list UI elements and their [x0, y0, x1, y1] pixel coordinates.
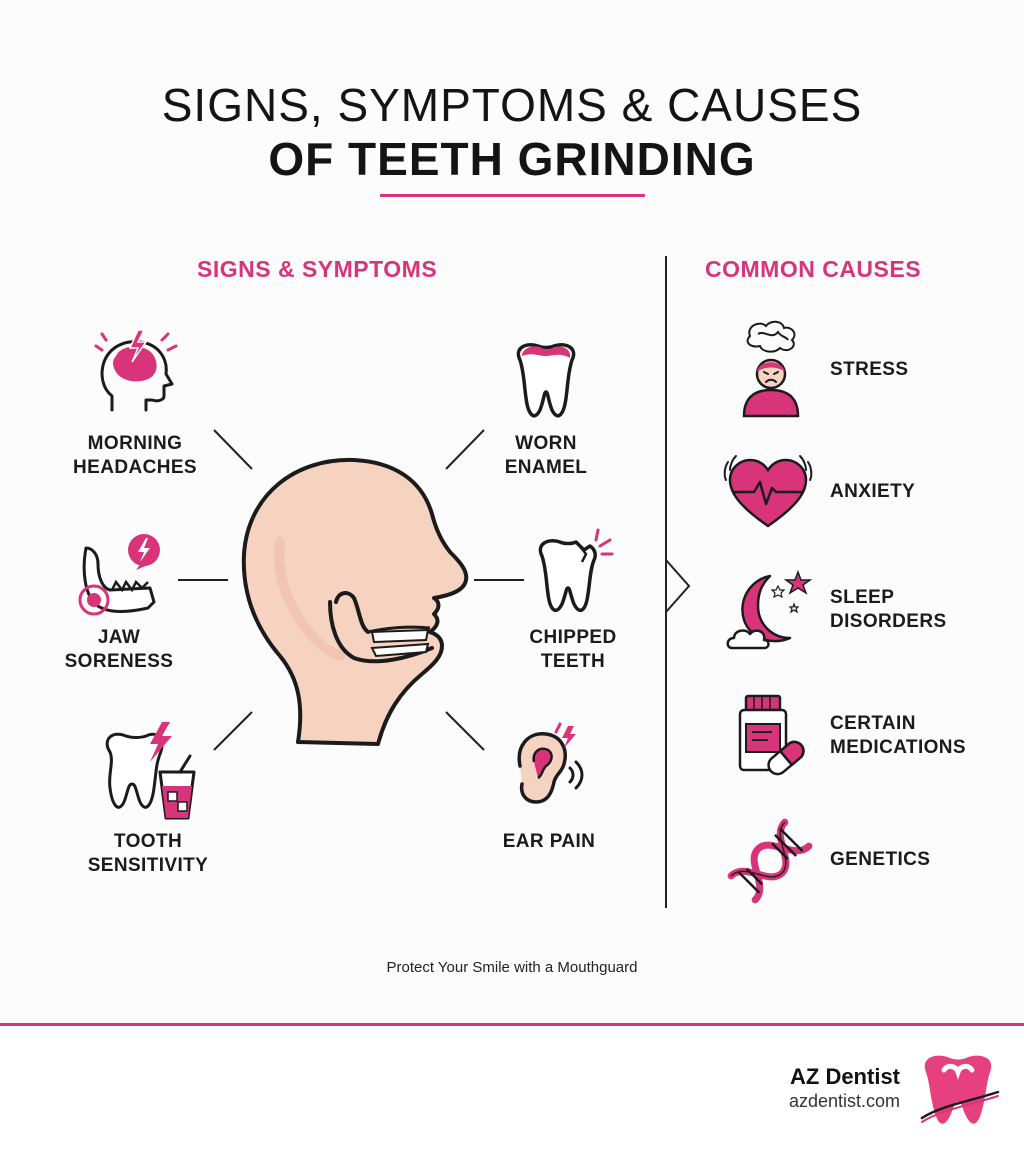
symptom-chipped-teeth: CHIPPED TEETH [529, 627, 617, 672]
tooth-sensitivity-icon [105, 722, 196, 820]
worn-enamel-tooth-icon [516, 343, 576, 418]
dna-helix-icon [727, 818, 813, 904]
title-line-2: OF TEETH GRINDING [0, 132, 1024, 186]
stress-person-icon [742, 320, 800, 418]
symptom-tooth-sensitivity: TOOTH SENSITIVITY [87, 831, 209, 876]
cause-anxiety: ANXIETY [830, 481, 916, 502]
footer [0, 1026, 1024, 1154]
cause-genetics: GENETICS [830, 849, 931, 870]
anxiety-heart-icon [723, 455, 813, 528]
divider-chevron [665, 559, 691, 613]
brand-name: AZ Dentist [790, 1064, 900, 1089]
medication-bottle-icon [738, 694, 805, 776]
ear-pain-icon [517, 722, 584, 804]
title-line-2-prefix: OF [268, 133, 349, 185]
title-line-2-bold: TEETH GRINDING [348, 133, 756, 185]
title-underline [380, 194, 645, 197]
causes-heading: COMMON CAUSES [705, 256, 922, 282]
symptom-jaw-soreness: JAW SORENESS [64, 627, 174, 672]
symptom-ear-pain: EAR PAIN [502, 831, 596, 852]
sleep-moon-icon [726, 569, 813, 650]
title-line-1: SIGNS, SYMPTOMS & CAUSES [161, 79, 863, 131]
page-title: SIGNS, SYMPTOMS & CAUSES OF TEETH GRINDI… [0, 78, 1024, 186]
symptoms-heading: SIGNS & SYMPTOMS [197, 256, 438, 282]
cause-stress: STRESS [830, 359, 909, 380]
chipped-tooth-icon [538, 528, 614, 613]
brand-url: azdentist.com [788, 1091, 900, 1111]
head-profile-illustration [241, 457, 469, 746]
section-divider [665, 256, 667, 908]
symptom-morning-headaches: MORNING HEADACHES [73, 433, 197, 478]
brand-block: AZ Dentist azdentist.com [789, 1064, 900, 1112]
headache-icon [94, 329, 178, 412]
cause-sleep-disorders: SLEEP DISORDERS [830, 587, 947, 632]
footer-divider [0, 1023, 1024, 1026]
brand-logo-tooth-icon [920, 1055, 1000, 1124]
symptom-worn-enamel: WORN ENAMEL [504, 433, 588, 478]
cause-certain-medications: CERTAIN MEDICATIONS [830, 713, 966, 758]
jaw-icon [78, 534, 160, 616]
tagline: Protect Your Smile with a Mouthguard [386, 959, 638, 976]
